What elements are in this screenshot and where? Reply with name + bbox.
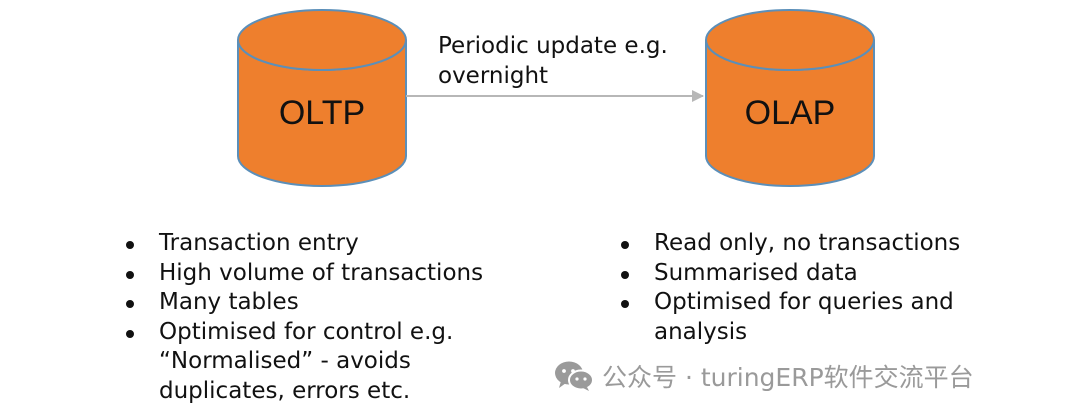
olap-cylinder-top [705, 9, 875, 71]
watermark-text: 公众号 · turingERP软件交流平台 [602, 363, 974, 392]
list-item: Optimised for control e.g. “Normalised” … [126, 318, 526, 407]
list-item: Summarised data [621, 259, 1001, 289]
list-item: Many tables [126, 288, 526, 318]
list-item: Transaction entry [126, 229, 526, 259]
oltp-label: OLTP [279, 94, 365, 132]
oltp-characteristics-list: Transaction entry High volume of transac… [126, 229, 526, 406]
oltp-database-cylinder: OLTP [237, 9, 407, 187]
olap-characteristics-list: Read only, no transactions Summarised da… [621, 229, 1001, 347]
list-item: Read only, no transactions [621, 229, 1001, 259]
olap-label: OLAP [745, 94, 836, 132]
olap-database-cylinder: OLAP [705, 9, 875, 187]
list-item: Optimised for queries and analysis [621, 288, 1001, 347]
list-item: High volume of transactions [126, 259, 526, 289]
arrow-label: Periodic update e.g. overnight [438, 33, 668, 89]
wechat-icon [555, 361, 594, 391]
watermark: 公众号 · turingERP软件交流平台 [554, 358, 974, 394]
oltp-cylinder-top [237, 9, 407, 71]
